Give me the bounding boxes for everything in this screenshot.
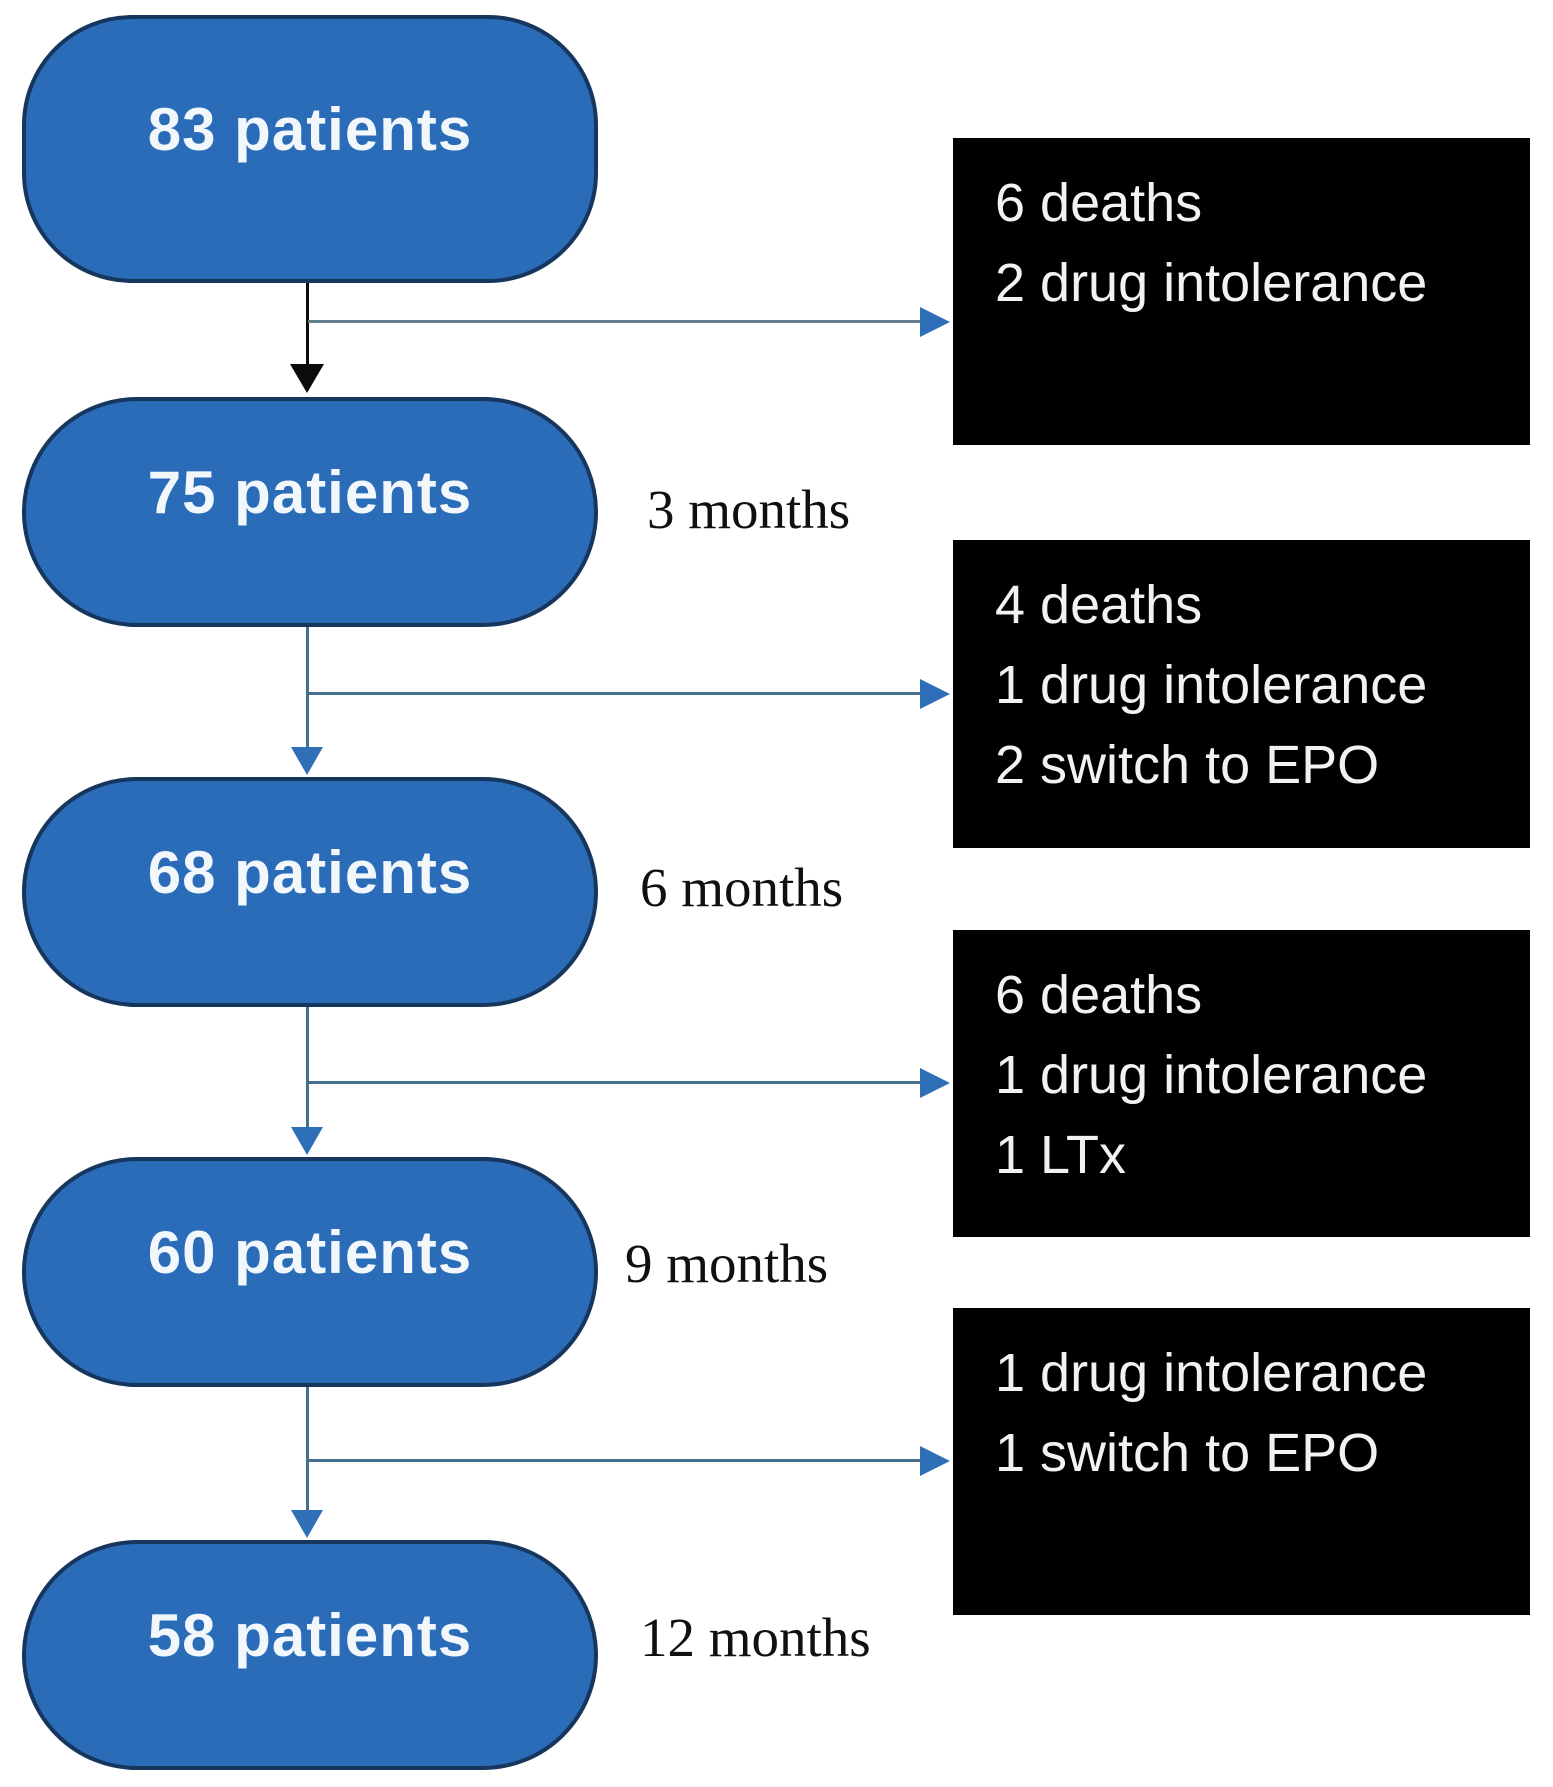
exit-line: 1 drug intolerance <box>995 1045 1428 1105</box>
exit-line: 1 LTx <box>995 1125 1127 1185</box>
stage-node-83-patients: 83 patients <box>22 15 598 283</box>
stage-label: 75 patients <box>147 458 473 526</box>
stage-label: 58 patients <box>147 1601 473 1669</box>
time-label-6-months: 6 months <box>640 857 844 918</box>
time-label-12-months: 12 months <box>640 1607 871 1668</box>
arrow-down-icon <box>290 364 324 393</box>
connector-horizontal-1 <box>308 320 920 323</box>
connector-vertical-3 <box>306 1007 309 1128</box>
stage-node-60-patients: 60 patients <box>22 1157 598 1387</box>
exit-line: 2 switch to EPO <box>995 735 1380 795</box>
exit-line: 1 drug intolerance <box>995 655 1428 715</box>
exit-line: 4 deaths <box>995 575 1203 635</box>
stage-node-58-patients: 58 patients <box>22 1540 598 1770</box>
connector-horizontal-3 <box>308 1081 920 1084</box>
connector-horizontal-4 <box>308 1459 920 1462</box>
stage-node-68-patients: 68 patients <box>22 777 598 1007</box>
arrow-down-icon <box>291 747 323 775</box>
stage-label: 68 patients <box>147 838 473 906</box>
connector-vertical-1 <box>306 283 309 365</box>
arrow-right-icon <box>920 1446 950 1476</box>
exit-box-2: 4 deaths 1 drug intolerance 2 switch to … <box>953 540 1530 848</box>
time-label-3-months: 3 months <box>647 479 851 540</box>
arrow-right-icon <box>920 679 950 709</box>
stage-node-75-patients: 75 patients <box>22 397 598 627</box>
arrow-right-icon <box>920 1068 950 1098</box>
connector-vertical-4 <box>306 1387 309 1511</box>
connector-vertical-2 <box>306 627 309 748</box>
stage-label: 83 patients <box>147 95 473 163</box>
exit-box-4: 1 drug intolerance 1 switch to EPO <box>953 1308 1530 1615</box>
arrow-down-icon <box>291 1127 323 1155</box>
time-label-9-months: 9 months <box>625 1233 829 1294</box>
exit-line: 2 drug intolerance <box>995 253 1428 313</box>
arrow-right-icon <box>920 307 950 337</box>
arrow-down-icon <box>291 1510 323 1538</box>
exit-line: 6 deaths <box>995 173 1203 233</box>
exit-box-1: 6 deaths 2 drug intolerance <box>953 138 1530 445</box>
exit-line: 1 switch to EPO <box>995 1423 1380 1483</box>
exit-box-3: 6 deaths 1 drug intolerance 1 LTx <box>953 930 1530 1237</box>
exit-line: 6 deaths <box>995 965 1203 1025</box>
stage-label: 60 patients <box>147 1218 473 1286</box>
connector-horizontal-2 <box>308 692 920 695</box>
exit-line: 1 drug intolerance <box>995 1343 1428 1403</box>
